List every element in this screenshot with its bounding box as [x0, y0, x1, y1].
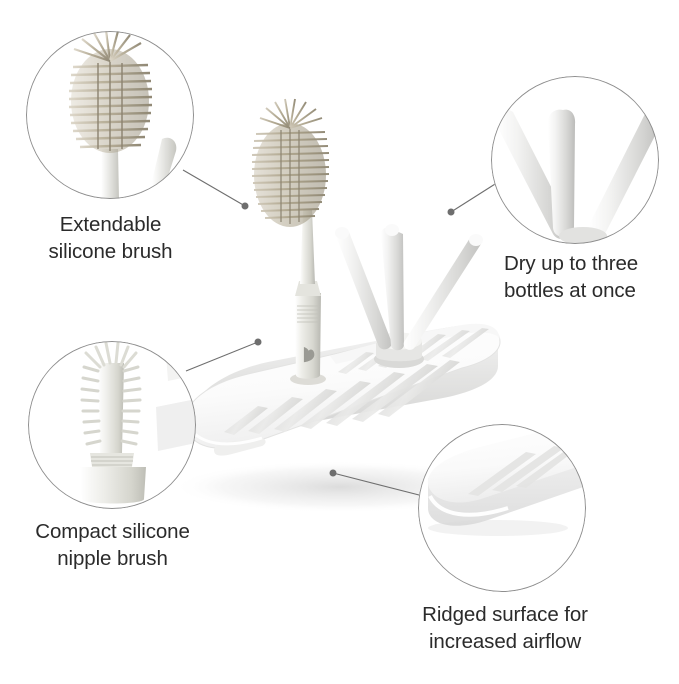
tray-ridges-front	[224, 360, 460, 435]
callout-extendable-brush[interactable]	[26, 31, 194, 199]
connector-dot-three-bottle-drying	[447, 208, 455, 216]
drying-peg-right-detail	[589, 105, 659, 236]
drying-peg-right	[403, 236, 482, 350]
tray-drain-notch	[214, 438, 266, 456]
callout-label-three-bottle-drying: Dry up to three bottles at once	[504, 252, 639, 302]
connector-dot-extendable-brush	[241, 202, 249, 210]
connector-dot-ridged-surface	[329, 469, 337, 477]
brush-collar	[295, 281, 321, 296]
brush-grip-ridges	[297, 305, 319, 323]
drying-peg-left	[336, 229, 392, 350]
callout-label-ridged-surface: Ridged surface for increased airflow	[422, 603, 588, 653]
brush-shaft-detail	[101, 149, 119, 199]
connector-line-ridged-surface	[332, 472, 424, 497]
drying-peg-center-detail	[547, 109, 576, 237]
peg-hub-detail	[559, 227, 607, 244]
callout-label-extendable-brush: Extendable silicone brush	[48, 213, 173, 263]
brush-head-bristles	[251, 98, 330, 227]
callout-compact-nipple-brush[interactable]	[28, 341, 196, 509]
nipple-brush-base-cap	[80, 467, 146, 504]
drying-peg-center	[381, 227, 404, 351]
tray-ridges-detail	[468, 440, 586, 496]
drying-peg-left-tip	[335, 227, 349, 239]
callout-art-ridged-tray	[418, 424, 586, 592]
drying-pegs	[335, 224, 483, 351]
callout-art-nipple-brush	[28, 341, 196, 509]
drying-peg-center-tip	[385, 224, 399, 236]
callout-art-three-pegs	[491, 76, 659, 244]
tray-top-detail	[427, 424, 586, 503]
brush-extendable-shaft	[300, 210, 315, 284]
callout-label-compact-nipple-brush: Compact silicone nipple brush	[35, 520, 190, 570]
tray-rim-highlight-detail	[428, 494, 509, 517]
callout-art-bottle-brush-head	[26, 31, 194, 199]
munchkin-heart-logo	[303, 347, 315, 363]
connector-line-compact-nipple-brush	[185, 341, 259, 372]
connector-dot-compact-nipple-brush	[254, 338, 262, 346]
nipple-brush-nubs	[80, 365, 142, 446]
drying-peg-tip-detail	[152, 137, 177, 189]
callout-ridged-surface[interactable]	[418, 424, 586, 592]
brush-tip-tuft	[259, 98, 323, 129]
drying-peg-right-tip	[469, 234, 483, 246]
nipple-brush-core	[98, 363, 124, 453]
